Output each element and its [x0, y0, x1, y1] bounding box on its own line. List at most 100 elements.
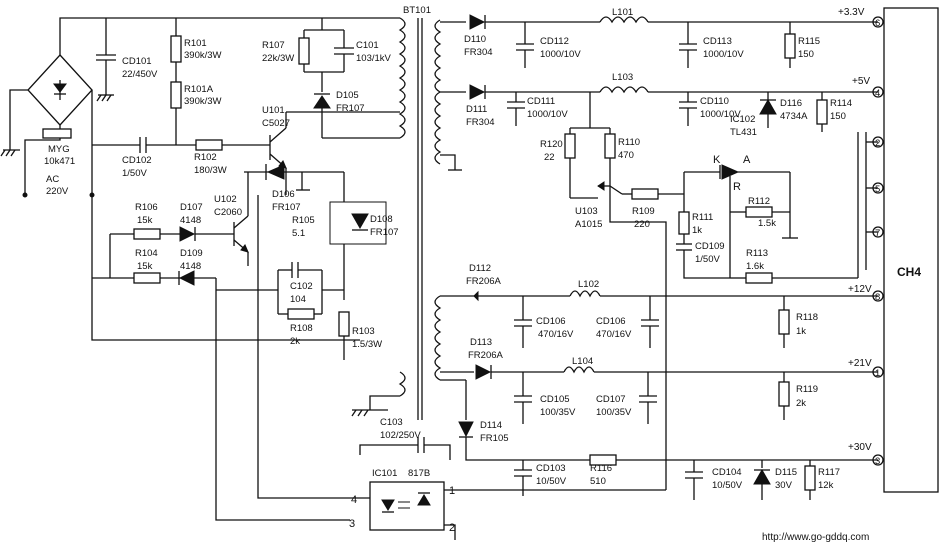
- d109-diode: [178, 270, 195, 286]
- r110-resistor: [604, 133, 616, 159]
- r120-value: 22: [544, 152, 555, 163]
- cd106b-name: CD106: [596, 316, 626, 327]
- r109-resistor: [631, 188, 659, 200]
- ground-symbol-2: [351, 409, 388, 417]
- cd110-name: CD110: [700, 96, 729, 107]
- pin-4: 4: [875, 88, 880, 99]
- r117-resistor: [804, 465, 816, 491]
- d108-diode: [351, 213, 369, 230]
- r118-name: R118: [796, 312, 818, 323]
- rail-3v3: +3.3V: [838, 7, 865, 18]
- r103-resistor: [338, 311, 350, 337]
- r112-resistor: [745, 206, 773, 218]
- cd104-value: 10/50V: [712, 480, 743, 491]
- u103-transistor: [570, 172, 632, 206]
- r115-name: R115: [798, 36, 820, 47]
- pin-2: 2: [875, 138, 880, 149]
- cd103-value: 10/50V: [536, 476, 567, 487]
- l101-inductor: [599, 16, 649, 24]
- d111-name: D111: [466, 104, 487, 115]
- r101-resistor: [170, 35, 182, 63]
- r104-resistor: [133, 272, 161, 284]
- r114-resistor: [816, 99, 828, 125]
- d115-value: 30V: [775, 480, 793, 491]
- u102-transistor: [233, 172, 249, 266]
- r119-value: 2k: [796, 398, 806, 409]
- transformer-label: BT101: [403, 5, 431, 16]
- d114-diode: [458, 421, 474, 438]
- cd109-name: CD109: [695, 241, 725, 252]
- d114-value: FR105: [480, 433, 509, 444]
- r119-resistor: [778, 381, 790, 407]
- rail-5v: +5V: [852, 76, 870, 87]
- u103-name: U103: [575, 206, 598, 217]
- cd113-value: 1000/10V: [703, 49, 744, 60]
- d116-name: D116: [780, 98, 802, 109]
- c102-value: 104: [290, 294, 306, 305]
- r115-resistor: [784, 33, 796, 59]
- cd106b-value: 470/16V: [596, 329, 632, 340]
- r111-name: R111: [692, 212, 713, 223]
- cd105-name: CD105: [540, 394, 570, 405]
- r109-name: R109: [632, 206, 655, 217]
- d106-value: FR107: [272, 202, 301, 213]
- cd112-name: CD112: [540, 36, 569, 47]
- r113-name: R113: [746, 248, 768, 259]
- d112-diode: [473, 290, 479, 302]
- pin-5: 5: [875, 184, 880, 195]
- l104-inductor: [563, 366, 595, 374]
- ground-symbol: [0, 149, 20, 157]
- pin-1: 1: [875, 368, 880, 379]
- cd101-capacitor: [96, 18, 116, 102]
- d116-zener: [759, 98, 777, 115]
- d107-diode: [179, 226, 196, 242]
- r101-name: R101: [184, 38, 207, 49]
- d112-name: D112: [469, 263, 491, 274]
- d108-name: D108: [370, 214, 393, 225]
- r116-name: R116: [590, 463, 612, 474]
- rail-30v: +30V: [848, 442, 872, 453]
- d106-name: D106: [272, 189, 295, 200]
- r101-value: 390k/3W: [184, 50, 222, 61]
- l104-name: L104: [572, 356, 593, 367]
- r101a-name: R101A: [184, 84, 214, 95]
- cd107-value: 100/35V: [596, 407, 632, 418]
- r102-resistor: [195, 139, 223, 151]
- d115-zener: [753, 468, 771, 485]
- d111-value: FR304: [466, 117, 495, 128]
- r118-value: 1k: [796, 326, 806, 337]
- ic101-pin4: 4: [351, 494, 357, 506]
- r106-value: 15k: [137, 215, 153, 226]
- ac-label: AC: [46, 174, 59, 185]
- source-url: http://www.go-gddq.com: [762, 532, 869, 543]
- cd106a-name: CD106: [536, 316, 566, 327]
- d113-value: FR206A: [468, 350, 504, 361]
- r103-value: 1.5/3W: [352, 339, 382, 350]
- r104-value: 15k: [137, 261, 153, 272]
- pin-3: 3: [875, 456, 880, 467]
- l103-inductor: [599, 86, 649, 94]
- r104-name: R104: [135, 248, 158, 259]
- d106-diode: [266, 164, 285, 180]
- r108-name: R108: [290, 323, 313, 334]
- myg-value: 10k471: [44, 156, 75, 167]
- d116-value: 4734A: [780, 111, 808, 122]
- transformer-primary: [398, 17, 423, 420]
- r118-resistor: [778, 309, 790, 335]
- ic102-pin-a: A: [743, 154, 751, 166]
- r101a-value: 390k/3W: [184, 96, 222, 107]
- u101-value: C5027: [262, 118, 290, 129]
- pin-8: 8: [875, 292, 880, 303]
- r112-value: 1.5k: [758, 218, 776, 229]
- d114-name: D114: [480, 420, 502, 431]
- d110-name: D110: [464, 34, 486, 45]
- r105-value: 5.1: [292, 228, 305, 239]
- d107-name: D107: [180, 202, 203, 213]
- ic102-pin-k: K: [713, 154, 721, 166]
- r107-value: 22k/3W: [262, 53, 294, 64]
- ic102-pin-r: R: [733, 181, 741, 193]
- u103-value: A1015: [575, 219, 602, 230]
- r111-resistor: [678, 211, 690, 235]
- pin-6: 6: [875, 18, 880, 29]
- r112-name: R112: [748, 196, 770, 207]
